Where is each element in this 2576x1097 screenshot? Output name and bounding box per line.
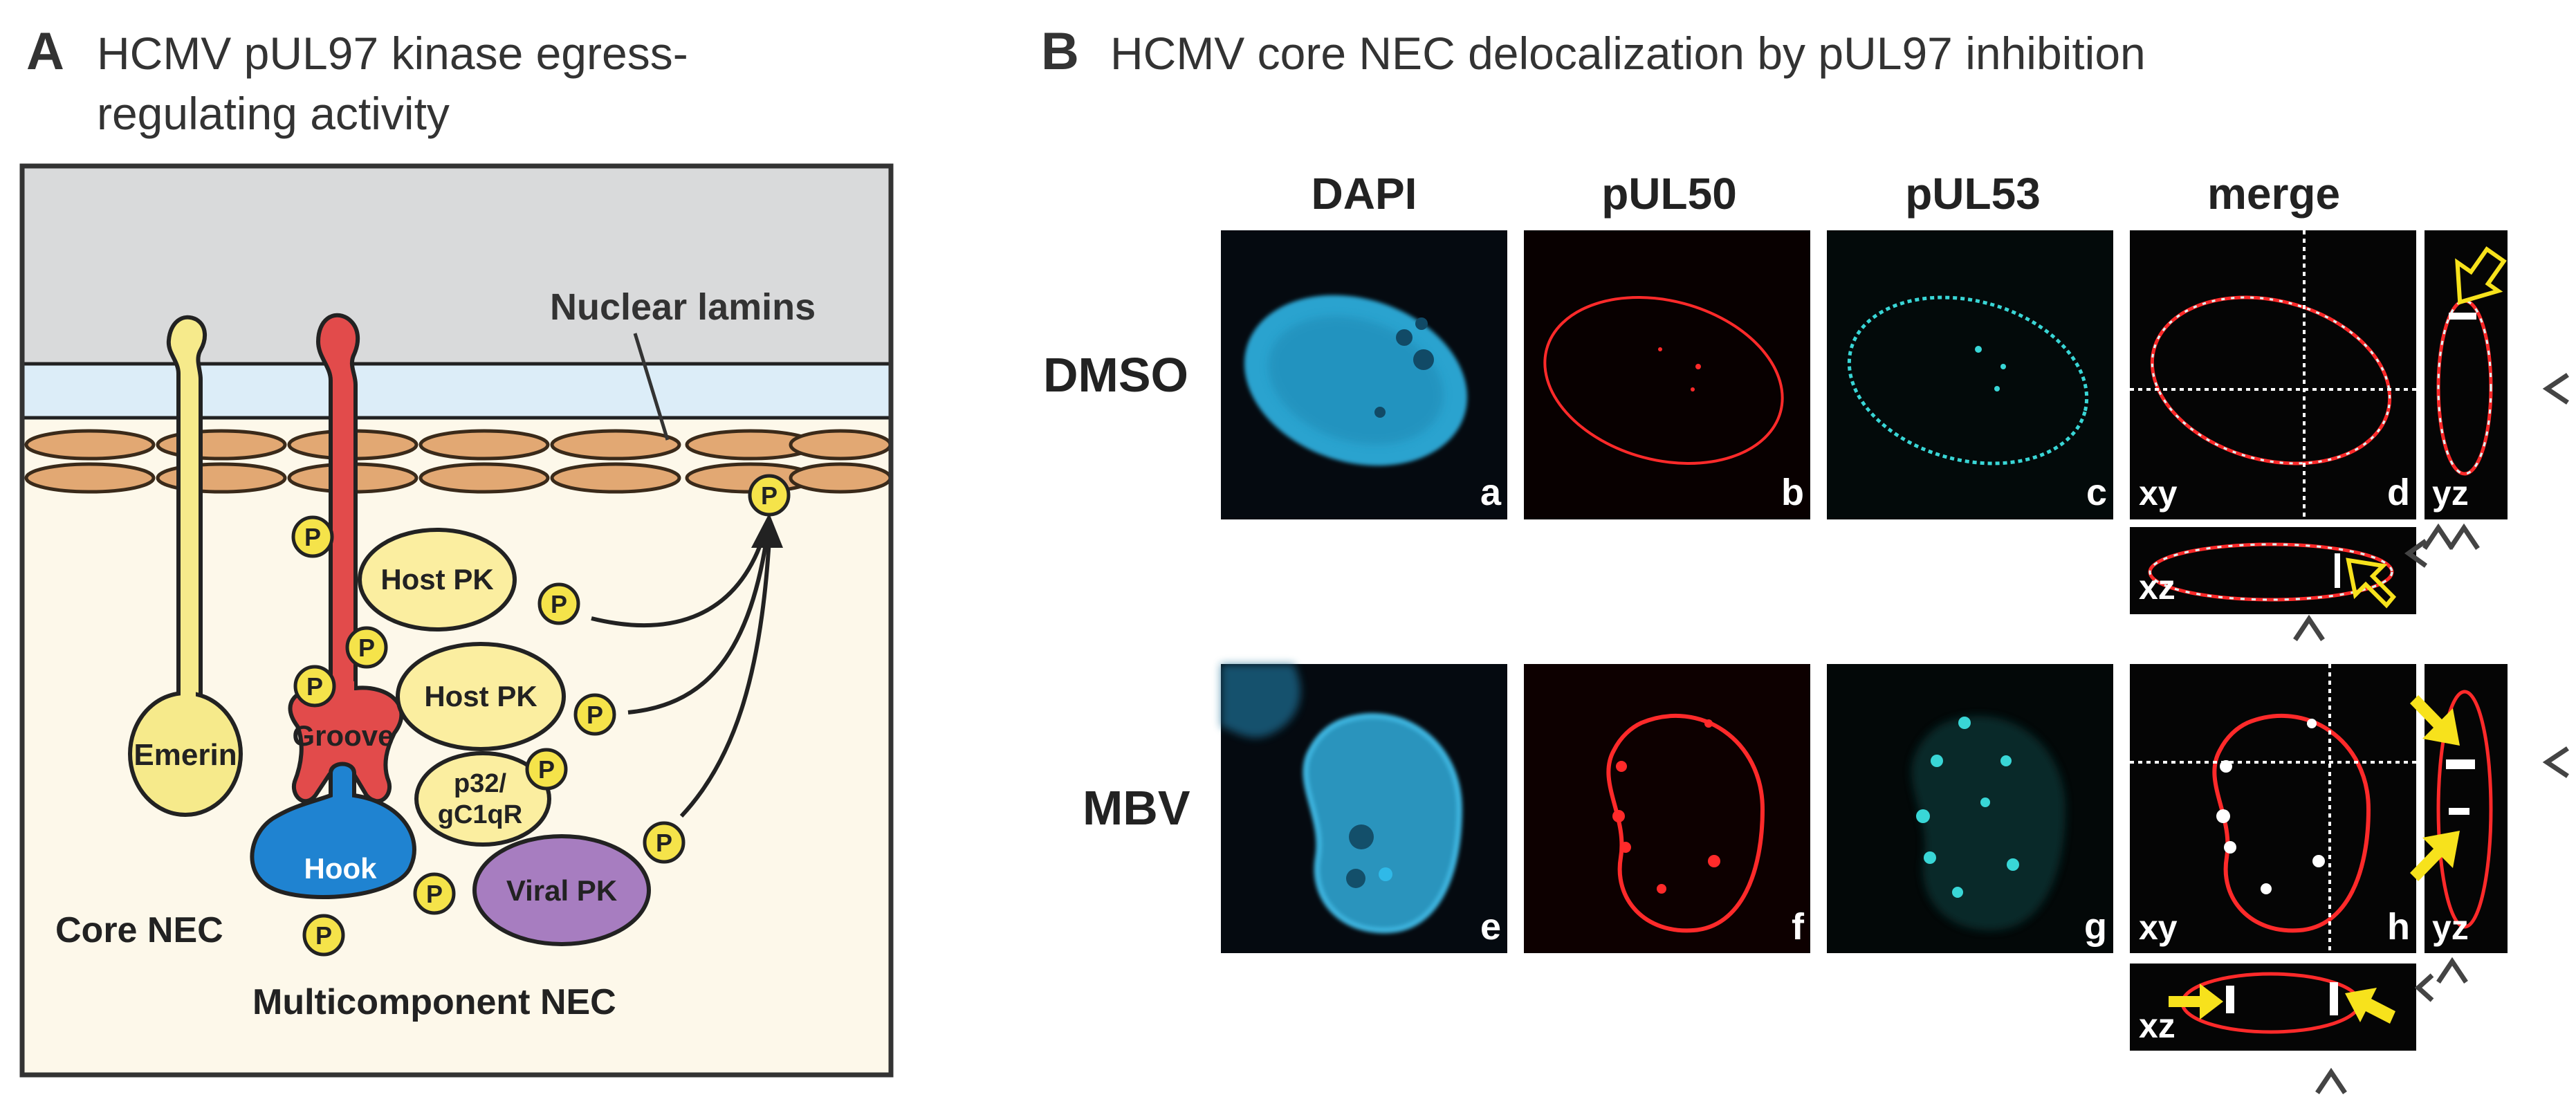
row-label-mbv: MBV (1083, 781, 1190, 835)
host-pk-1 (358, 528, 517, 632)
hook-label: Hook (304, 852, 378, 885)
micrograph-dmso-pul53 (1827, 230, 2113, 519)
viral-pk (472, 834, 651, 946)
panel-letter-h: h (2387, 906, 2410, 948)
micrograph-mbv-pul53 (1827, 664, 2113, 953)
phosphate-label: P (587, 701, 603, 729)
arrow-xz-mbv-right (2345, 988, 2395, 1024)
panel-letter-f: f (1792, 906, 1805, 948)
phosphate-label: P (656, 829, 672, 857)
phosphate-icon: P (413, 872, 456, 915)
p32-label-line2: gC1qR (438, 800, 522, 829)
phosphate-icon: P (537, 582, 580, 625)
multicomponent-nec-label: Multicomponent NEC (252, 982, 616, 1022)
phosphate-icon: P (643, 821, 686, 864)
panel-b: B HCMV core NEC delocalization by pUL97 … (1041, 22, 2569, 1094)
groove-label: Groove (292, 719, 394, 752)
panel-letters: a b c d e f g h (1480, 472, 2410, 948)
panel-letter-g: g (2084, 906, 2107, 948)
panel-letter-d: d (2387, 472, 2410, 513)
micrograph-dmso-merge (2130, 230, 2416, 519)
panel-letter-e: e (1480, 906, 1501, 948)
open-arrow-xz-dmso (2346, 557, 2397, 609)
phosphate-label: P (761, 481, 778, 510)
micrograph-dmso-xz (2130, 527, 2416, 614)
phosphorylation-arrows (591, 539, 771, 818)
host-pk-2 (396, 642, 566, 751)
row-label-dmso: DMSO (1043, 348, 1188, 402)
open-arrow-yz-dmso (2455, 246, 2507, 305)
phosphate-icon: P (525, 748, 568, 791)
panel-b-title: HCMV core NEC delocalization by pUL97 in… (1110, 28, 2146, 79)
view-label-xz-mbv: xz (2139, 1006, 2175, 1045)
emerin-protein (128, 315, 243, 817)
phosphate-icon: P (345, 626, 388, 669)
column-header-pul53: pUL53 (1905, 169, 2041, 219)
lamins-pointer (633, 333, 670, 441)
hook-protein (250, 762, 416, 899)
column-header-pul50: pUL50 (1601, 169, 1737, 219)
micrograph-mbv-dapi (1221, 664, 1507, 953)
panel-a-title-line1: HCMV pUL97 kinase egress- (97, 28, 688, 79)
emerin-label: Emerin (134, 738, 237, 772)
phosphate-icon: P (302, 914, 345, 957)
core-nec-label: Core NEC (55, 910, 223, 950)
phosphate-label: P (358, 634, 375, 662)
host-pk-2-label: Host PK (424, 680, 537, 712)
view-labels: xy yz xz xy yz xz (2139, 474, 2469, 1045)
arrowhead (751, 513, 783, 548)
phosphate-icon: P (291, 515, 334, 558)
panel-letter-c: c (2086, 472, 2107, 513)
viral-pk-label: Viral PK (506, 874, 617, 907)
micrograph-mbv-pul50 (1524, 664, 1810, 953)
panel-letter-a: a (1480, 472, 1502, 513)
phosphate-icon: P (293, 665, 336, 708)
section-markers (2293, 373, 2569, 1094)
phosphate-label: P (315, 921, 332, 950)
column-header-dapi: DAPI (1312, 169, 1417, 219)
phosphate-label: P (306, 672, 323, 701)
view-label-xz-dmso: xz (2139, 568, 2175, 607)
view-label-yz-mbv: yz (2432, 908, 2469, 947)
phosphate-label: P (538, 755, 555, 784)
micrograph-mbv-yz (2425, 664, 2508, 953)
view-label-yz-dmso: yz (2432, 474, 2469, 513)
cytoplasm-region (22, 166, 891, 364)
panel-a-title-line2: regulating activity (97, 88, 450, 139)
phosphate-icon: P (748, 474, 791, 517)
micrograph-dmso-dapi (1221, 230, 1507, 519)
micrograph-mbv-merge (2130, 664, 2416, 953)
micrograph-dmso-pul50 (1524, 230, 1810, 519)
phosphate-icon: P (573, 693, 616, 736)
phosphate-label: P (304, 523, 321, 551)
phosphate-label: P (426, 880, 443, 908)
column-header-merge: merge (2207, 169, 2340, 219)
arrow-yz-mbv-lower (2410, 831, 2460, 881)
view-label-xy-dmso: xy (2139, 474, 2178, 513)
panel-letter-b: b (1781, 472, 1804, 513)
panel-a: A HCMV pUL97 kinase egress- regulating a… (19, 22, 894, 1078)
perinuclear-space (22, 364, 891, 418)
panel-a-frame (19, 163, 894, 1078)
p32-label-line1: p32/ (454, 769, 506, 798)
panel-a-letter: A (26, 22, 64, 81)
localization-arrows (2169, 246, 2507, 1024)
phosphate-label: P (551, 590, 567, 618)
panel-b-letter: B (1041, 22, 1079, 81)
phosphate-group-layer: P P P P P P P P P P (291, 474, 791, 957)
nuclear-lamins-label: Nuclear lamins (550, 286, 816, 328)
arrow-yz-mbv-upper (2410, 695, 2460, 746)
view-label-xy-mbv: xy (2139, 908, 2178, 947)
p32-gc1qr (414, 751, 551, 847)
arrow-xz-mbv-left (2169, 984, 2223, 1020)
host-pk-1-label: Host PK (380, 563, 493, 596)
groove-protein (288, 313, 404, 804)
